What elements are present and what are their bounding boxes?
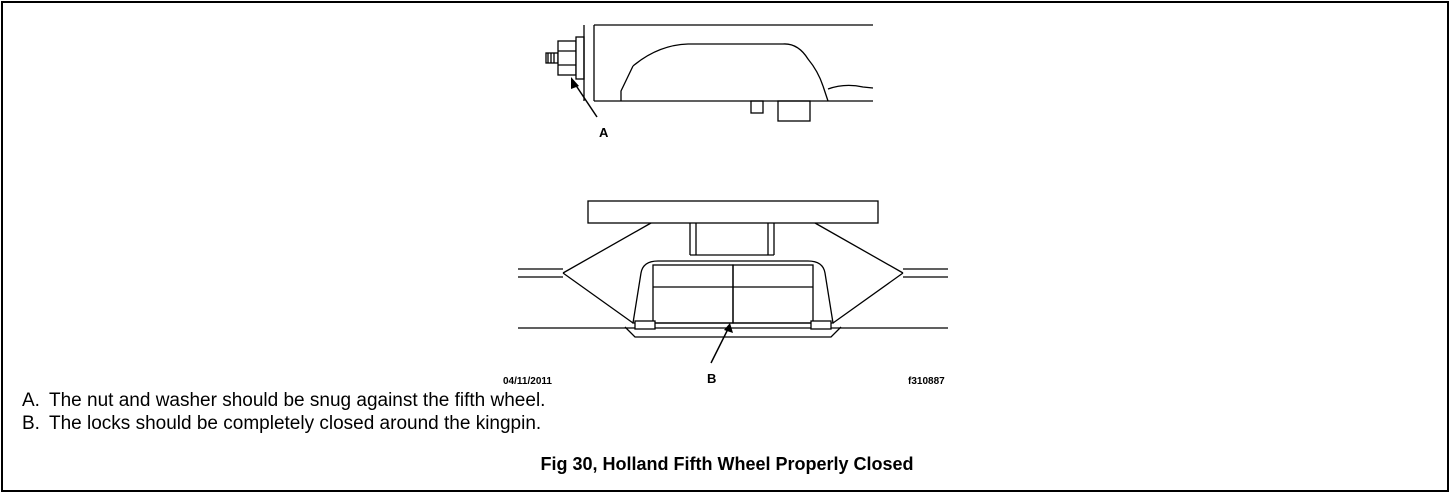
figure-id: f310887 bbox=[908, 376, 945, 387]
legend-item-b: B. The locks should be completely closed… bbox=[22, 412, 545, 435]
legend-text: The locks should be completely closed ar… bbox=[49, 413, 542, 434]
figure-legend: A. The nut and washer should be snug aga… bbox=[22, 389, 545, 435]
legend-item-a: A. The nut and washer should be snug aga… bbox=[22, 389, 545, 412]
top-view-drawing bbox=[545, 24, 874, 122]
date-code: 04/11/2011 bbox=[503, 376, 552, 387]
legend-text: The nut and washer should be snug agains… bbox=[49, 390, 546, 411]
figure-caption: Fig 30, Holland Fifth Wheel Properly Clo… bbox=[540, 454, 914, 474]
fifth-wheel-illustration: A bbox=[483, 11, 983, 391]
callout-b: B bbox=[707, 371, 716, 386]
legend-key: A. bbox=[22, 390, 40, 411]
legend-key: B. bbox=[22, 413, 40, 434]
callout-a: A bbox=[599, 125, 609, 140]
front-view-drawing bbox=[518, 200, 948, 364]
